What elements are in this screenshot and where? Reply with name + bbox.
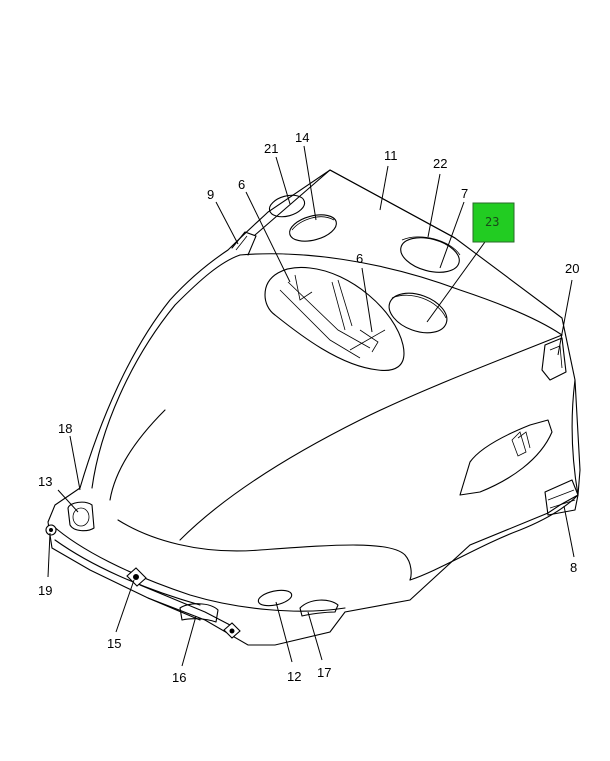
callout-15[interactable]: 15 <box>107 636 121 651</box>
roof-opening-14 <box>289 214 337 242</box>
callout-16[interactable]: 16 <box>172 670 186 685</box>
callout-19[interactable]: 19 <box>38 583 52 598</box>
callout-11[interactable]: 11 <box>384 148 398 163</box>
callout-18[interactable]: 18 <box>58 421 72 436</box>
callout-21[interactable]: 21 <box>264 141 278 156</box>
callout-9[interactable]: 9 <box>207 187 214 202</box>
leader-lines <box>47 145 575 667</box>
callout-6a[interactable]: 6 <box>238 177 245 192</box>
pad-16 <box>179 603 219 623</box>
callout-22[interactable]: 22 <box>433 156 447 171</box>
callout-labels: 21 14 11 22 9 6 7 6 20 18 13 19 15 16 12… <box>38 130 579 685</box>
callout-8[interactable]: 8 <box>570 560 577 575</box>
callout-7[interactable]: 7 <box>461 186 468 201</box>
callout-14[interactable]: 14 <box>295 130 309 145</box>
left-bracket <box>67 501 95 532</box>
highlighted-callout[interactable]: 23 <box>472 202 515 243</box>
side-vent <box>459 419 553 496</box>
callout-6b[interactable]: 6 <box>356 251 363 266</box>
callout-17[interactable]: 17 <box>317 665 331 680</box>
hood-assembly <box>45 169 581 646</box>
highlight-label: 23 <box>485 215 499 229</box>
roof-opening-23 <box>388 292 448 334</box>
rear-latch <box>541 337 567 381</box>
highlight-box[interactable] <box>472 202 515 243</box>
callout-13[interactable]: 13 <box>38 474 52 489</box>
callout-12[interactable]: 12 <box>287 669 301 684</box>
pad-17 <box>299 599 339 617</box>
center-cutout <box>264 266 405 371</box>
roof-opening-7 <box>400 237 460 273</box>
callout-20[interactable]: 20 <box>565 261 579 276</box>
lower-right-tab <box>544 479 579 516</box>
hood-outer-shell <box>47 169 581 646</box>
roof-opening-21 <box>268 194 306 218</box>
